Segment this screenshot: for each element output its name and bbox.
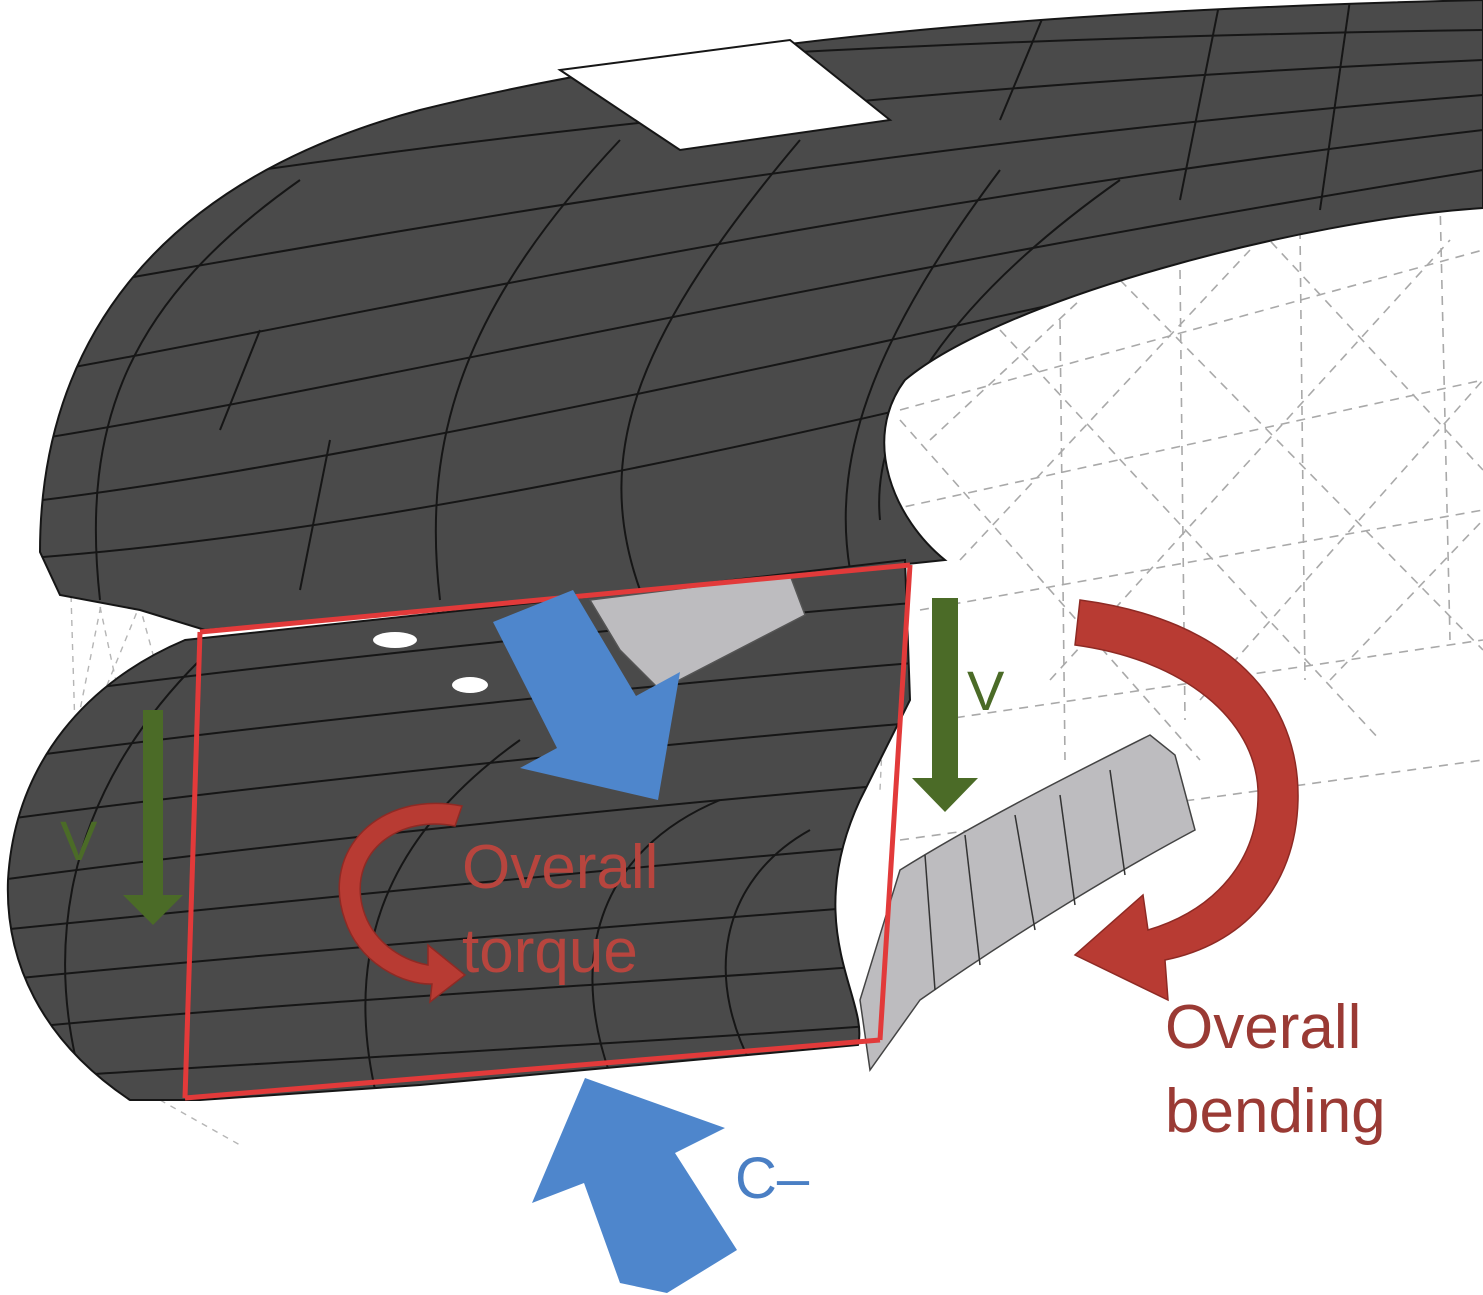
shear-label-left: V	[60, 809, 98, 872]
bending-label-line2: bending	[1165, 1077, 1386, 1146]
shear-label-right: V	[967, 659, 1005, 722]
compression-label: C–	[735, 1146, 810, 1211]
bending-label-line1: Overall	[1165, 993, 1361, 1062]
upper-slab	[0, 0, 1483, 630]
torque-label-line2: torque	[462, 917, 638, 986]
torque-label-line1: Overall	[462, 833, 658, 902]
